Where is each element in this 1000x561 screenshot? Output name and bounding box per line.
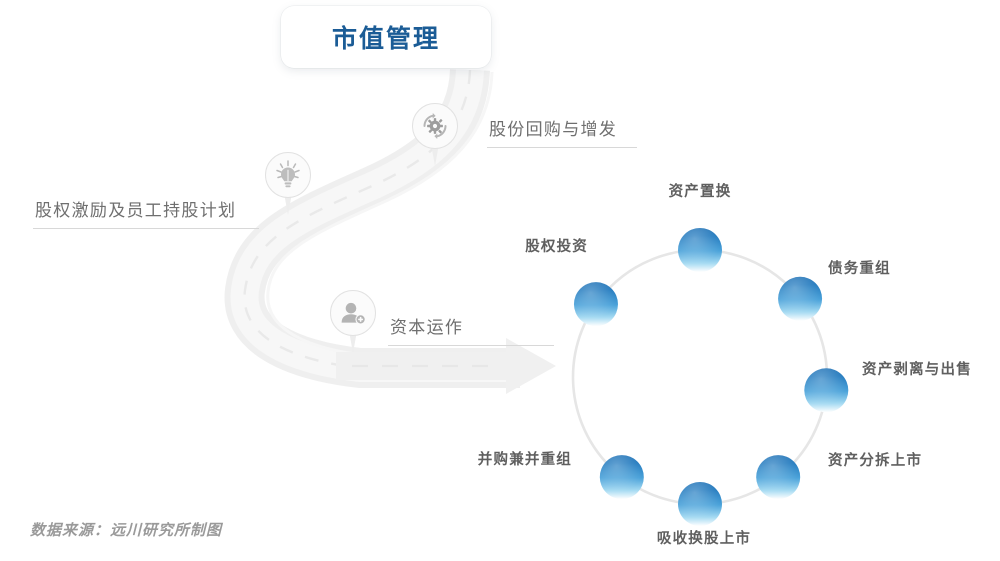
- node-sphere[interactable]: [804, 368, 849, 413]
- node-label-asset-divestiture-sale: 资产剥离与出售: [862, 362, 972, 378]
- source-note: 数据来源：远川研究所制图: [30, 522, 223, 539]
- road-arrow: [336, 338, 556, 394]
- title-card: 市值管理: [281, 6, 491, 68]
- node-label-asset-swap: 资产置换: [668, 184, 732, 200]
- cycle-ring: [571, 248, 829, 506]
- node-sphere-highlight: [756, 455, 801, 500]
- node-sphere[interactable]: [599, 455, 644, 500]
- node-sphere[interactable]: [756, 455, 801, 500]
- node-label-share-swap-listing: 吸收换股上市: [656, 531, 752, 547]
- node-sphere[interactable]: [778, 276, 823, 321]
- node-sphere[interactable]: [678, 228, 722, 272]
- node-sphere[interactable]: [678, 482, 722, 526]
- side-label-rule: [487, 147, 637, 148]
- node-label-merger-acquisition: 并购兼并重组: [477, 452, 572, 468]
- node-sphere-highlight: [678, 482, 722, 526]
- side-label-equity-incentive: 股权激励及员工持股计划: [33, 196, 259, 229]
- node-sphere-highlight: [599, 455, 644, 500]
- pin-tail: [348, 331, 357, 353]
- pin-marker-share-buyback[interactable]: [412, 103, 458, 166]
- node-label-debt-restructuring: 债务重组: [828, 261, 891, 277]
- pin-tail: [430, 144, 439, 166]
- node-sphere-highlight: [573, 282, 618, 327]
- side-label-rule: [33, 228, 259, 229]
- side-label-rule: [388, 345, 554, 346]
- node-sphere[interactable]: [573, 282, 618, 327]
- pin-disc: [412, 103, 458, 149]
- node-label-asset-spinoff-listing: 资产分拆上市: [828, 453, 923, 469]
- pin-tail: [283, 193, 292, 215]
- user-plus-icon: [341, 302, 366, 325]
- page-title: 市值管理: [331, 25, 440, 53]
- pin-marker-equity-incentive[interactable]: [265, 152, 311, 215]
- side-label-text: 股权激励及员工持股计划: [35, 201, 237, 220]
- gear-icon: [423, 113, 447, 139]
- pin-marker-capital-operation[interactable]: [330, 290, 376, 353]
- lightbulb-icon: [276, 160, 300, 188]
- node-sphere-highlight: [804, 368, 849, 413]
- node-spheres: [573, 228, 849, 526]
- side-label-capital-operation: 资本运作: [388, 313, 554, 346]
- side-label-text: 资本运作: [390, 318, 464, 337]
- side-label-text: 股份回购与增发: [489, 120, 618, 139]
- side-label-share-buyback: 股份回购与增发: [487, 115, 637, 148]
- node-sphere-highlight: [778, 276, 823, 321]
- node-label-equity-investment: 股权投资: [525, 239, 588, 255]
- node-sphere-highlight: [678, 228, 722, 272]
